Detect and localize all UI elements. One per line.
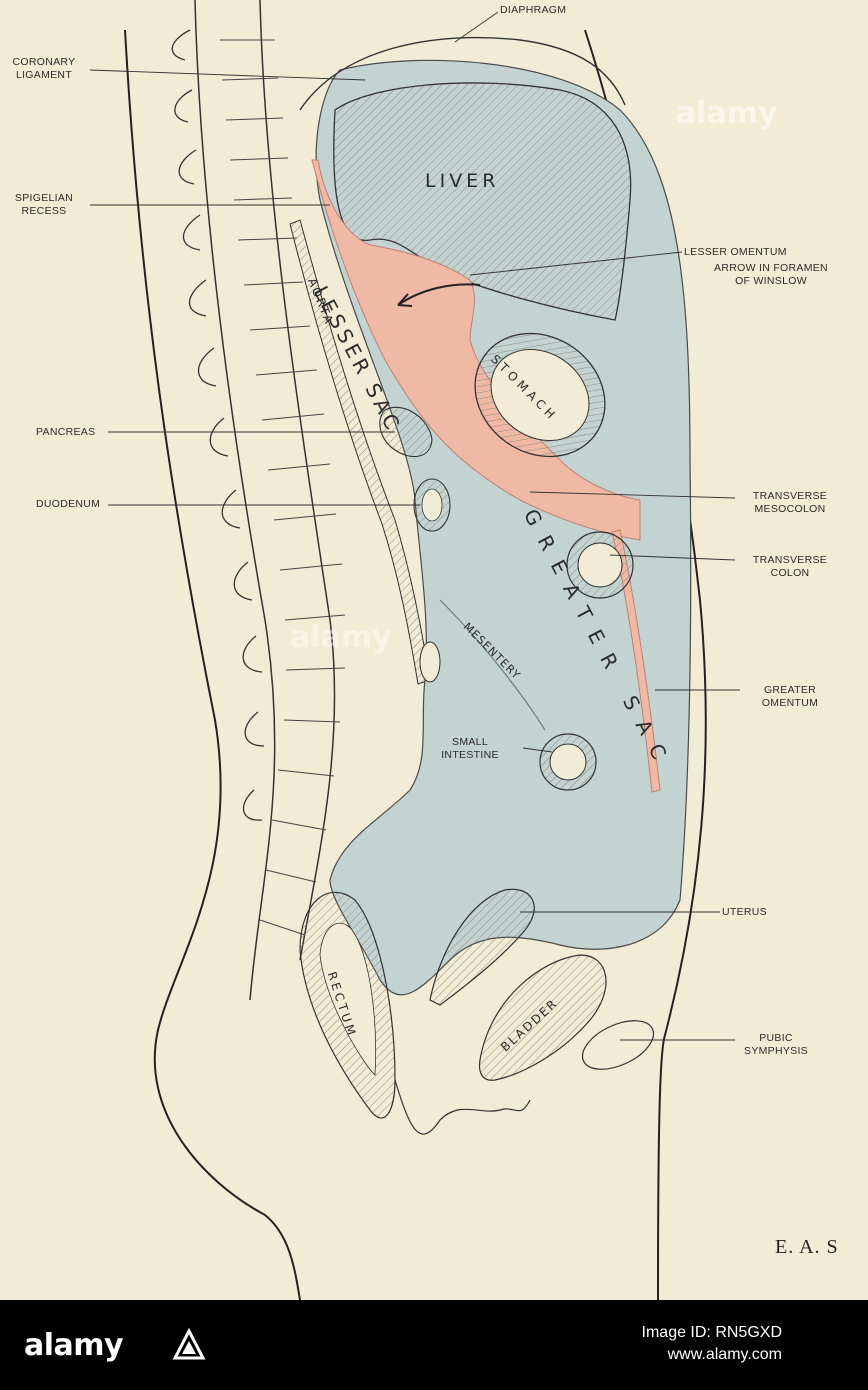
- stock-footer: alamy Image ID: RN5GXD www.alamy.com: [0, 1300, 868, 1390]
- label-diaphragm: DIAPHRAGM: [500, 4, 566, 17]
- label-pubic-symphysis: PUBIC SYMPHYSIS: [726, 1032, 826, 1058]
- watermark: alamy: [676, 96, 778, 131]
- spinous-processes: [172, 30, 264, 820]
- small-loop: [420, 642, 440, 682]
- anatomy-figure: DIAPHRAGM CORONARY LIGAMENT SPIGELIAN RE…: [0, 0, 868, 1300]
- artist-signature: E. A. S: [775, 1236, 839, 1259]
- label-transverse-colon: TRANSVERSE COLON: [735, 554, 845, 580]
- label-pancreas: PANCREAS: [36, 426, 95, 439]
- brand-logo: alamy: [24, 1328, 123, 1363]
- image-id: Image ID: RN5GXD: [642, 1322, 782, 1344]
- label-duodenum: DUODENUM: [36, 498, 100, 511]
- duodenum-lumen: [422, 489, 442, 521]
- site-url[interactable]: www.alamy.com: [668, 1346, 782, 1364]
- label-small-intestine: SMALL INTESTINE: [418, 736, 522, 762]
- label-lesser-omentum: LESSER OMENTUM: [684, 246, 787, 259]
- watermark: alamy: [290, 620, 392, 655]
- small-intestine-lumen: [550, 744, 586, 780]
- sagittal-section-drawing: [0, 0, 868, 1300]
- alamy-icon: [172, 1328, 206, 1362]
- label-transverse-mesocolon: TRANSVERSE MESOCOLON: [735, 490, 845, 516]
- transverse-colon-lumen: [578, 543, 622, 587]
- label-arrow-foramen: ARROW IN FORAMEN OF WINSLOW: [674, 262, 868, 288]
- back-outline: [125, 30, 300, 1300]
- label-coronary-ligament: CORONARY LIGAMENT: [0, 56, 88, 82]
- organ-liver: LIVER: [425, 170, 499, 192]
- label-spigelian-recess: SPIGELIAN RECESS: [0, 192, 88, 218]
- label-uterus: UTERUS: [722, 906, 767, 919]
- perineum: [395, 1080, 530, 1134]
- spine-back: [195, 0, 275, 1000]
- label-greater-omentum: GREATER OMENTUM: [740, 684, 840, 710]
